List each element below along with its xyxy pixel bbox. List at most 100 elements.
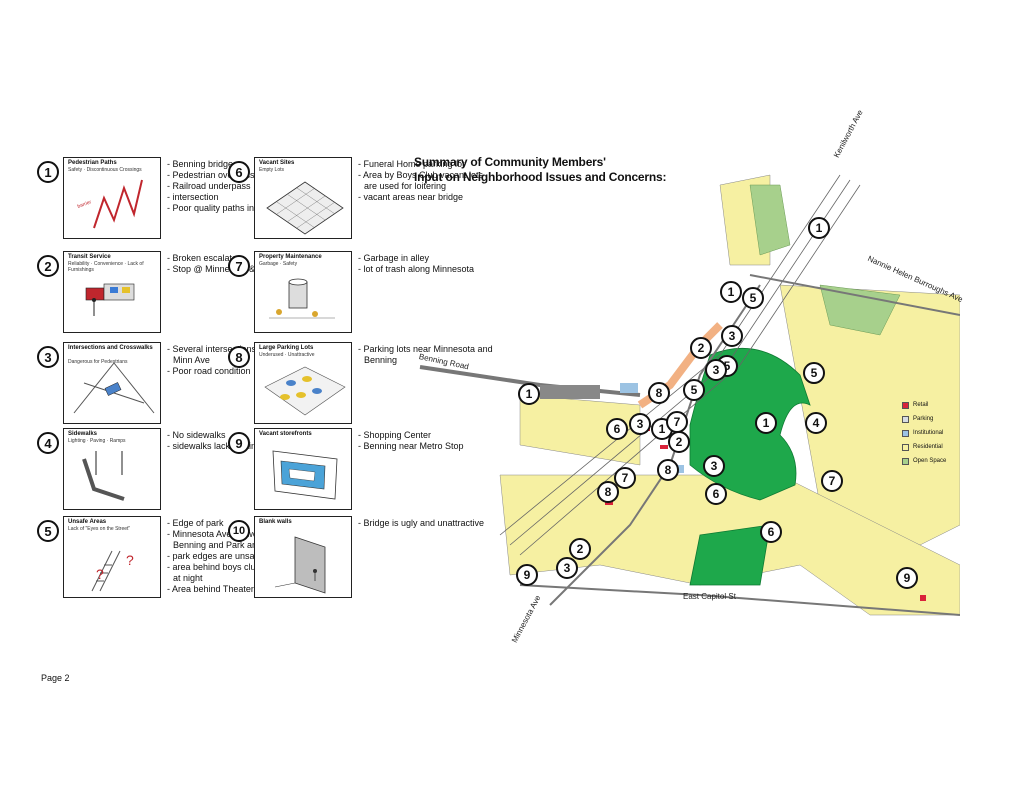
nannie-helen-road [749, 274, 960, 316]
legend-swatch [902, 429, 909, 437]
issue-card: Vacant Sites Empty Lots [254, 157, 352, 239]
issue-6: 6 Vacant Sites Empty Lots - Funeral Home… [228, 157, 483, 265]
issue-8: 8 Large Parking Lots Underused · Unattra… [228, 342, 493, 450]
issue-bullets: - Edge of park - Minnesota Ave between B… [167, 518, 302, 595]
issue-card-title: Pedestrian Paths [68, 160, 117, 166]
map-marker: 9 [896, 567, 918, 589]
map-marker: 3 [721, 325, 743, 347]
bullet: - No sidewalks [167, 430, 226, 440]
bullet: - Garbage in alley [358, 253, 430, 263]
issue-number: 10 [228, 520, 250, 542]
issue-number: 2 [37, 255, 59, 277]
issue-card: Intersections and Crosswalks Dangerous f… [63, 342, 161, 424]
map-marker: 7 [666, 411, 688, 433]
residential-block-west [519, 394, 641, 466]
svg-text:barrier: barrier [77, 199, 93, 210]
page-number: Page 2 [41, 673, 70, 683]
issue-number: 5 [37, 520, 59, 542]
bullet: - Minnesota Ave between Benning and Park… [167, 529, 284, 550]
issue-4: 4 Sidewalks Lighting · Paving · Ramps - … [37, 428, 261, 536]
issue-card: Transit Service Reliability · Convenienc… [63, 251, 161, 333]
map-title: Summary of Community Members' Input on N… [414, 155, 666, 185]
issue-number: 3 [37, 346, 59, 368]
map-marker: 5 [742, 287, 764, 309]
issue-card-title: Vacant storefronts [259, 431, 312, 437]
issue-card-title: Vacant Sites [259, 160, 295, 166]
issue-bullets: - Bridge is ugly and unattractive [358, 518, 493, 529]
issue-card-title: Transit Service [68, 254, 111, 260]
legend-item: Parking [902, 412, 982, 426]
map-marker: 5 [803, 362, 825, 384]
transit-service-sketch [85, 283, 135, 316]
issue-card-subtitle: Reliability · Convenience · Lack of Furn… [68, 261, 144, 273]
open-space-northeast [819, 284, 901, 336]
issue-card: Large Parking Lots Underused · Unattract… [254, 342, 352, 424]
map-marker: 3 [556, 557, 578, 579]
neighborhood-map [419, 174, 960, 616]
map-marker: 2 [668, 431, 690, 453]
east-capitol-road [519, 584, 960, 616]
bullet: - Railroad underpass [167, 181, 251, 191]
map-marker: 8 [597, 481, 619, 503]
map-marker: 7 [821, 470, 843, 492]
issue-card-subtitle: Lack of "Eyes on the Street" [68, 526, 131, 532]
open-space-north [749, 184, 791, 256]
bullet: - intersection [167, 192, 219, 202]
parking-lots-sketch [264, 366, 346, 416]
bullet: - Parking lots near Minnesota and Bennin… [358, 344, 493, 365]
legend-swatch [902, 401, 909, 409]
map-marker: 9 [516, 564, 538, 586]
issue-bullets: - Benning bridge - Pedestrian overpass -… [167, 159, 302, 214]
vacant-sites-sketch [266, 181, 344, 235]
map-marker: 6 [760, 521, 782, 543]
bullet: - Poor quality paths in park [167, 203, 275, 213]
issue-3: 3 Intersections and Crosswalks Dangerous… [37, 342, 281, 450]
blank-wall-sketch [274, 536, 326, 594]
legend-label: Institutional [913, 430, 944, 436]
issue-10: 10 Blank walls - Bridge is ugly and unat… [228, 516, 484, 624]
map-title-line-1: Summary of Community Members' [414, 155, 606, 169]
pedestrian-paths-sketch: barrier [77, 179, 143, 229]
issue-card-title: Large Parking Lots [259, 345, 314, 351]
issue-card-title: Blank walls [259, 519, 292, 525]
issue-card-title: Sidewalks [68, 431, 98, 437]
legend-item: Open Space [902, 454, 982, 468]
issue-number: 8 [228, 346, 250, 368]
issue-card-subtitle: Dangerous for Pedestrians [68, 359, 128, 365]
map-marker: 1 [720, 281, 742, 303]
map-marker: 3 [705, 359, 727, 381]
bullet: - Bridge is ugly and unattractive [358, 518, 485, 528]
legend-item: Residential [902, 440, 982, 454]
issue-7: 7 Property Maintenance Garbage · Safety … [228, 251, 474, 359]
bullet: - sidewalks lack lighting [167, 441, 262, 451]
issue-bullets: - No sidewalks - sidewalks lack lighting [167, 430, 302, 452]
legend-label: Retail [913, 402, 929, 408]
bullet: - Benning bridge [167, 159, 234, 169]
map-marker: 1 [755, 412, 777, 434]
issue-card-subtitle: Garbage · Safety [259, 261, 298, 267]
svg-text:?: ? [96, 566, 104, 582]
map-marker: 1 [808, 217, 830, 239]
property-maintenance-sketch [269, 278, 335, 319]
bullet: - Broken escalators [167, 253, 245, 263]
bullet: - area behind boys club is unsafe at nig… [167, 562, 300, 583]
issue-card: Vacant storefronts [254, 428, 352, 510]
issue-card-subtitle: Lighting · Paving · Ramps [68, 438, 126, 444]
bullet: - Poor road condition [167, 366, 251, 376]
issue-number: 7 [228, 255, 250, 277]
map-marker: 6 [705, 483, 727, 505]
issue-card-subtitle: Empty Lots [259, 167, 285, 173]
svg-text:?: ? [126, 552, 134, 568]
map-marker: 3 [703, 455, 725, 477]
rail-line-1 [499, 174, 841, 536]
issue-bullets: - Shopping Center - Benning near Metro S… [358, 430, 493, 452]
issue-card: ? ? Unsafe Areas Lack of "Eyes on the St… [63, 516, 161, 598]
rail-line-3 [519, 184, 861, 556]
street-label-east-capitol: East Capitol St [683, 592, 736, 601]
issue-card-title: Intersections and Crosswalks [68, 345, 153, 351]
bullet: - Area behind Theater [167, 584, 254, 594]
issue-bullets: - Parking lots near Minnesota and Bennin… [358, 344, 493, 366]
issue-number: 9 [228, 432, 250, 454]
issues-panel: 1 barrier Pedestrian Paths Safety · Disc… [0, 0, 493, 788]
unsafe-areas-sketch: ? ? [91, 550, 134, 592]
